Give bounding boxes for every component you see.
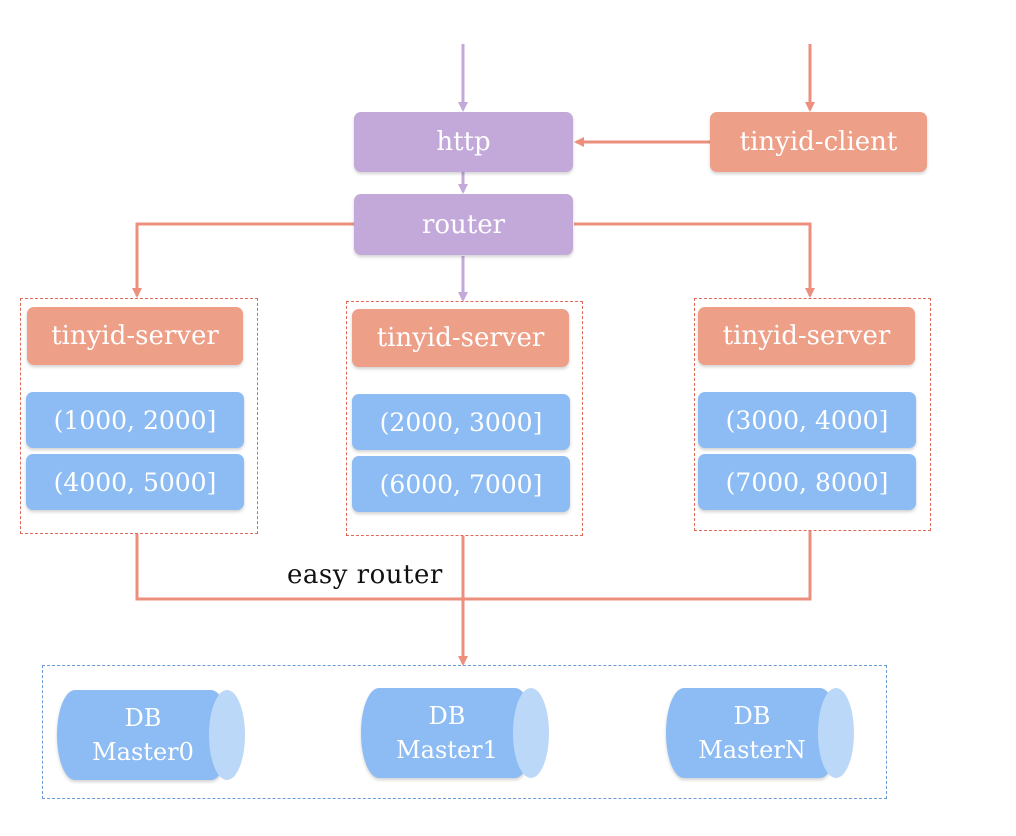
range-1-0: (2000, 3000] — [352, 394, 570, 450]
db-label-line2: Master1 — [396, 736, 498, 764]
db-cylinder-cap — [818, 688, 854, 778]
db-label-line1: DB — [428, 702, 466, 730]
db-cylinder-body — [361, 688, 533, 778]
db-label-line2: MasterN — [698, 736, 806, 764]
db-cylinder-cap — [513, 688, 549, 778]
server-group-0 — [20, 298, 258, 534]
arrow-router-to-server-left — [132, 222, 354, 298]
range-0-0: (1000, 2000] — [26, 392, 244, 448]
db-master-n: DB MasterN — [666, 688, 854, 778]
db-master-0: DB Master0 — [57, 690, 245, 780]
tinyid-client-node: tinyid-client — [710, 112, 927, 172]
db-label-line1: DB — [124, 704, 162, 732]
range-2-0: (3000, 4000] — [698, 392, 916, 448]
server-group-1 — [346, 301, 583, 536]
db-label: DB MasterN — [666, 688, 838, 778]
tinyid-server-0: tinyid-server — [27, 307, 243, 365]
db-group — [42, 665, 887, 799]
router-node: router — [354, 194, 573, 255]
tinyid-server-1: tinyid-server — [352, 309, 569, 367]
db-cylinder-body — [666, 688, 838, 778]
db-label: DB Master0 — [57, 690, 229, 780]
db-label: DB Master1 — [361, 688, 533, 778]
db-cylinder-cap — [209, 690, 245, 780]
http-node: http — [354, 112, 573, 172]
easy-router-bus — [135, 531, 812, 601]
easy-router-label: easy router — [287, 560, 443, 590]
server-group-2 — [694, 298, 931, 531]
range-2-1: (7000, 8000] — [698, 454, 916, 510]
tinyid-server-2: tinyid-server — [698, 307, 915, 365]
arrow-router-to-server-right — [574, 222, 815, 298]
db-cylinder-body — [57, 690, 229, 780]
db-master-1: DB Master1 — [361, 688, 549, 778]
db-label-line1: DB — [733, 702, 771, 730]
db-label-line2: Master0 — [92, 738, 194, 766]
range-1-1: (6000, 7000] — [352, 456, 570, 512]
range-0-1: (4000, 5000] — [26, 454, 244, 510]
